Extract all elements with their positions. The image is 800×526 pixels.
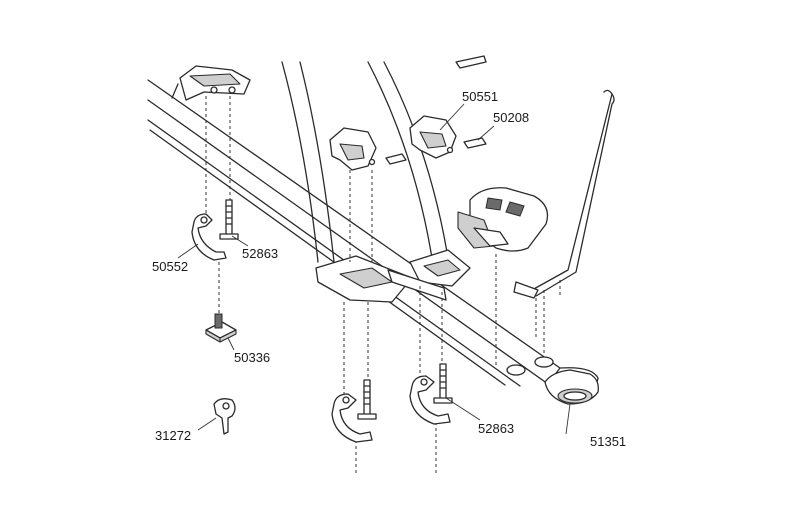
label-50336: 50336 (234, 350, 270, 365)
bolt-bottom-right (433, 363, 453, 404)
key-31272 (213, 398, 236, 435)
label-50551: 50551 (462, 89, 498, 104)
lever-arm (513, 89, 615, 299)
pin-left (385, 153, 407, 165)
label-51351: 51351 (590, 434, 626, 449)
tbolt-50336 (205, 313, 237, 343)
clamp-bottom-right (409, 375, 451, 425)
assembly-lines (205, 96, 561, 474)
bolt-52863-left (219, 199, 239, 240)
label-50552: 50552 (152, 259, 188, 274)
leader-lines (177, 103, 571, 435)
bolt-bottom-left (357, 379, 377, 420)
clamp-bottom-left (331, 393, 373, 443)
top-left-mount (171, 65, 251, 101)
wheel-holder-left (329, 127, 377, 171)
frame-base (315, 249, 471, 303)
label-52863-right: 52863 (478, 421, 514, 436)
top-right-fragment (455, 55, 487, 69)
label-50208: 50208 (493, 110, 529, 125)
label-52863-left: 52863 (242, 246, 278, 261)
clamp-50552 (191, 213, 227, 261)
label-31272: 31272 (155, 428, 191, 443)
pin-right (463, 137, 487, 149)
frame-arms (281, 61, 449, 263)
rail-clamp-small (506, 356, 554, 376)
strap-ratchet (457, 187, 549, 252)
rail-end-cap (544, 369, 599, 405)
wheel-holder-right (409, 115, 457, 159)
